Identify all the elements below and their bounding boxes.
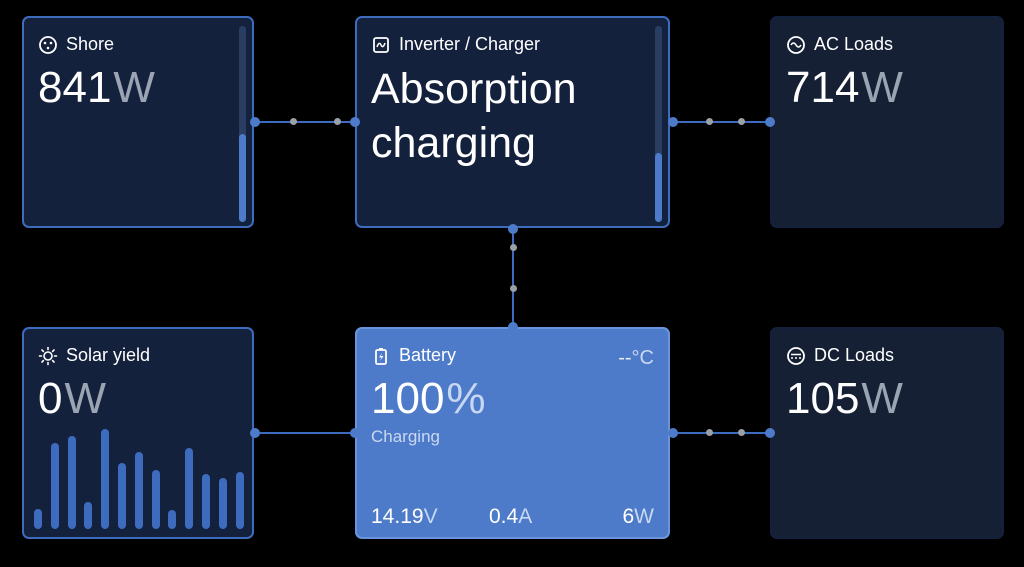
ac-loads-power-value: 714 (786, 63, 860, 112)
solar-history-bar (34, 509, 42, 529)
shore-level-bar (239, 26, 246, 222)
battery-in-node (350, 428, 360, 438)
shore-power-icon (38, 35, 58, 55)
solar-history-bar (84, 502, 93, 529)
acloads-in-node (765, 117, 775, 127)
solar-history-bar (185, 448, 194, 529)
inverter-acloads-connection (670, 121, 770, 123)
ac-loads-power-readout: 714W (786, 64, 903, 112)
battery-dcloads-connection (670, 432, 770, 434)
dc-loads-power-readout: 105W (786, 375, 903, 423)
ac-wave-icon (786, 35, 806, 55)
shore-level-fill (239, 133, 246, 222)
battery-temperature: --°C (618, 347, 654, 370)
battery-card[interactable]: Battery --°C 100% Charging 14.19V 0.4A 6… (355, 327, 670, 539)
ac-loads-card[interactable]: AC Loads 714W (770, 16, 1004, 228)
battery-status: Charging (371, 427, 440, 446)
dc-loads-power-value: 105 (786, 374, 860, 423)
solar-yield-card[interactable]: Solar yield 0W (22, 327, 254, 539)
flow-dot (706, 118, 713, 125)
ac-loads-power-unit: W (861, 63, 903, 112)
shore-power-value: 841 (38, 63, 112, 112)
flow-dot (290, 118, 297, 125)
solar-power-value: 0 (38, 374, 63, 423)
shore-title: Shore (66, 34, 115, 54)
solar-history-bar (218, 478, 227, 529)
solar-history-bar (67, 436, 76, 529)
inverter-in-node (350, 117, 360, 127)
solar-history-bar (168, 510, 177, 529)
flow-dot (509, 244, 517, 251)
inverter-level-fill (655, 153, 662, 222)
battery-temp-value: -- (618, 347, 632, 369)
inverter-level-bar (655, 26, 662, 222)
ac-loads-title: AC Loads (814, 34, 894, 54)
solar-history-bar (101, 429, 110, 529)
inverter-state-line1: Absorption (371, 65, 577, 113)
dc-loads-card[interactable]: DC Loads 105W (770, 327, 1004, 539)
shore-power-readout: 841W (38, 64, 155, 112)
inverter-charger-card[interactable]: Inverter / Charger Absorption charging (355, 16, 670, 228)
battery-current: 0.4A (489, 505, 532, 529)
battery-power-value: 6 (622, 505, 635, 528)
battery-soc-value: 100 (371, 374, 445, 423)
solar-history-bar (50, 443, 59, 529)
dc-loads-power-unit: W (861, 374, 903, 423)
solar-history-bar (151, 470, 160, 529)
solar-power-readout: 0W (38, 375, 106, 423)
battery-voltage-unit: V (423, 505, 438, 528)
inverter-bottom-node (508, 224, 518, 234)
inverter-battery-connection (512, 228, 514, 328)
battery-temp-unit: °C (631, 347, 654, 369)
battery-power: 6W (622, 505, 654, 529)
flow-dot (738, 118, 745, 125)
shore-inverter-connection (255, 121, 355, 123)
solar-battery-connection (255, 432, 355, 434)
battery-soc-unit: % (446, 374, 486, 423)
dc-icon (786, 346, 806, 366)
battery-top-node (508, 322, 518, 332)
flow-dot (509, 285, 517, 292)
flow-dot (738, 429, 745, 436)
solar-history-bar (202, 474, 210, 529)
battery-voltage-value: 14.19 (371, 505, 424, 528)
inverter-out-node (668, 117, 678, 127)
solar-history-bar (134, 452, 143, 529)
battery-current-value: 0.4 (489, 505, 519, 528)
inverter-icon (371, 35, 391, 55)
flow-dot (706, 429, 713, 436)
flow-dot (334, 118, 341, 125)
shore-card[interactable]: Shore 841W (22, 16, 254, 228)
inverter-state-line2: charging (371, 119, 536, 167)
sun-icon (38, 346, 58, 366)
battery-title: Battery (399, 345, 457, 365)
dc-loads-title: DC Loads (814, 345, 895, 365)
shore-power-unit: W (113, 63, 155, 112)
battery-power-unit: W (634, 505, 654, 528)
battery-voltage: 14.19V (371, 505, 438, 529)
solar-power-unit: W (64, 374, 107, 423)
shore-out-node (250, 117, 260, 127)
battery-soc-readout: 100% (371, 375, 486, 423)
solar-history-bar (235, 472, 244, 529)
solar-title: Solar yield (66, 345, 151, 365)
battery-out-node (668, 428, 678, 438)
inverter-title: Inverter / Charger (399, 34, 541, 54)
solar-history-bar (118, 463, 126, 529)
solar-out-node (250, 428, 260, 438)
battery-charging-icon (371, 346, 391, 366)
battery-current-unit: A (518, 505, 533, 528)
inverter-state: Absorption charging (371, 62, 577, 170)
dcloads-in-node (765, 428, 775, 438)
